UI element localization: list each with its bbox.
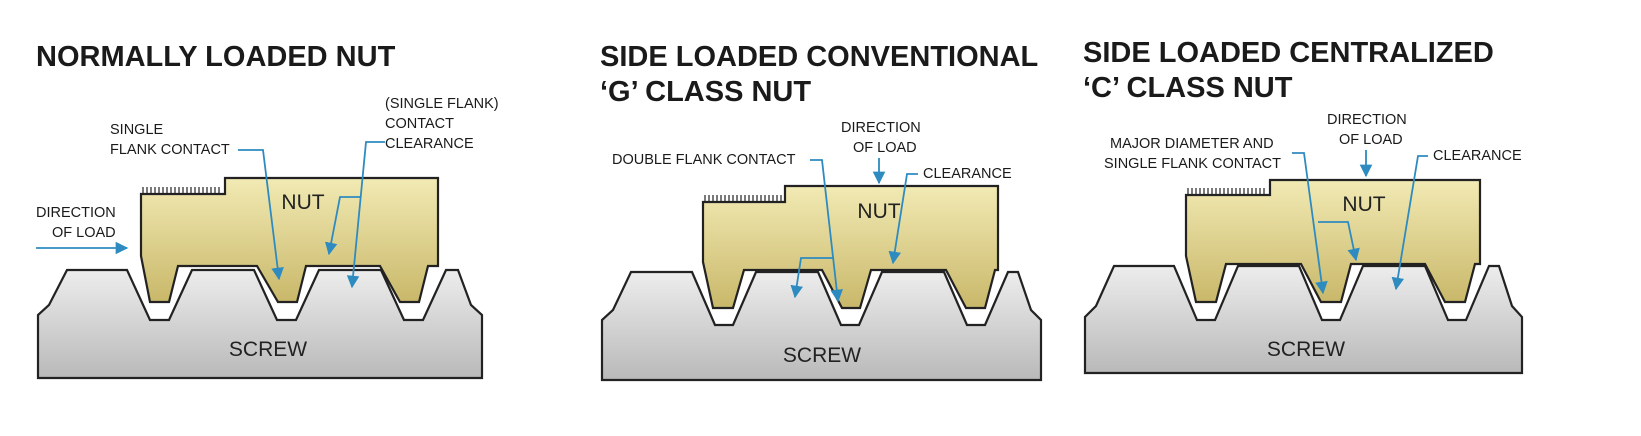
panel-1-direction-of-load-label: DIRECTION OF LOAD	[36, 205, 120, 241]
panel-3-direction-of-load-label: DIRECTION OF LOAD	[1327, 112, 1411, 148]
panel-side-loaded-centralized: SIDE LOADED CENTRALIZED ‘C’ CLASS NUT NU…	[1083, 37, 1524, 375]
panel-3-title-line-1: SIDE LOADED CENTRALIZED	[1083, 37, 1494, 69]
panel-2-title-line-1: SIDE LOADED CONVENTIONAL	[600, 41, 1038, 73]
panel-3-leader-major-diameter	[1318, 221, 1360, 262]
panel-3-clearance-label: CLEARANCE	[1433, 148, 1522, 164]
panel-2-title-line-2: ‘G’ CLASS NUT	[600, 76, 811, 108]
panel-2-screw	[600, 270, 1043, 382]
panel-3-title-line-2: ‘C’ CLASS NUT	[1083, 72, 1293, 104]
panel-2-nut	[701, 184, 1000, 310]
panel-3-screw-label: SCREW	[1267, 338, 1345, 361]
panel-side-loaded-conventional: SIDE LOADED CONVENTIONAL ‘G’ CLASS NUT N…	[600, 41, 1043, 382]
panel-1-nut-label: NUT	[281, 191, 324, 214]
panel-2-nut-label: NUT	[857, 200, 900, 223]
panel-normally-loaded: NORMALLY LOADED NUT NUT SCREW SINGLE FLA…	[36, 41, 503, 380]
panel-1-leader-clearance-b	[346, 141, 385, 289]
panel-2-direction-of-load-label: DIRECTION OF LOAD	[841, 120, 925, 156]
panel-3-screw	[1083, 264, 1524, 375]
panel-3-major-diameter-label: MAJOR DIAMETER AND SINGLE FLANK CONTACT	[1104, 136, 1281, 172]
panel-1-leader-flank-contact	[238, 149, 284, 281]
panel-3-leader-flank-contact	[1292, 152, 1328, 295]
panel-2-double-flank-contact-label: DOUBLE FLANK CONTACT	[612, 152, 796, 168]
panel-3-knurl	[1187, 188, 1265, 195]
panel-2-leader-clearance	[888, 173, 918, 265]
panel-2-leader-flank-contact-a	[810, 159, 843, 303]
panel-1-screw	[36, 268, 484, 380]
panel-3-nut	[1184, 178, 1482, 304]
panel-3-nut-label: NUT	[1342, 193, 1385, 216]
panel-1-knurl	[142, 187, 220, 194]
panel-3-leader-clearance	[1391, 155, 1428, 291]
panel-1-screw-label: SCREW	[229, 338, 307, 361]
panel-2-leader-flank-contact-b	[790, 257, 820, 299]
panel-2-clearance-label: CLEARANCE	[923, 166, 1012, 182]
panel-1-leader-clearance-a	[324, 196, 360, 256]
panel-1-single-flank-contact-label: SINGLE FLANK CONTACT	[110, 122, 230, 158]
panel-2-screw-label: SCREW	[783, 344, 861, 367]
panel-2-knurl	[704, 195, 782, 202]
panel-1-nut	[139, 176, 440, 304]
panel-1-contact-clearance-label: (SINGLE FLANK) CONTACT CLEARANCE	[385, 96, 503, 152]
panel-1-title: NORMALLY LOADED NUT	[36, 41, 396, 73]
